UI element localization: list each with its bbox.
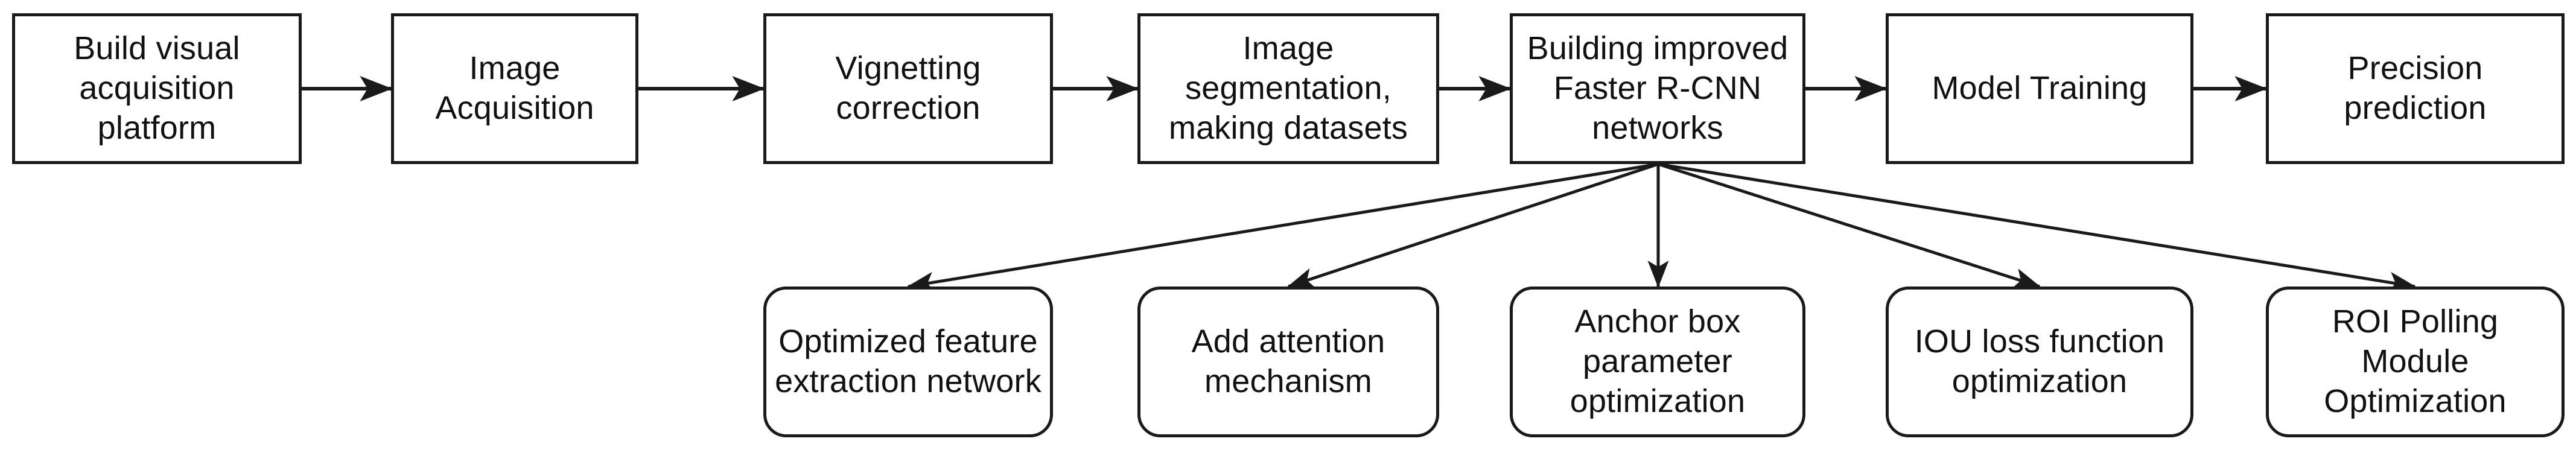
node-iou-loss-function-optimization[interactable]: IOU loss function optimization (1886, 287, 2193, 437)
fanout-edge-group (907, 162, 2416, 293)
node-label-image-acquisition: Image Acquisition (435, 50, 594, 126)
node-label-optimized-feature-extraction-network: Optimized feature extraction network (775, 323, 1042, 399)
node-image-segmentation-making-datasets[interactable]: Image segmentation, making datasets (1137, 13, 1439, 164)
node-model-training[interactable]: Model Training (1886, 13, 2193, 164)
node-label-model-training: Model Training (1932, 70, 2148, 107)
node-label-anchor-box-parameter-optimization: Anchor box parameter optimization (1569, 303, 1746, 419)
node-label-vignetting-correction: Vignetting correction (835, 50, 981, 126)
node-label-building-improved-faster-rcnn-networks: Building improved Faster R-CNN networks (1527, 30, 1789, 146)
edge-building-to-attention (1287, 162, 1659, 289)
node-add-attention-mechanism[interactable]: Add attention mechanism (1137, 287, 1439, 437)
node-building-improved-faster-rcnn-networks[interactable]: Building improved Faster R-CNN networks (1510, 13, 1805, 164)
node-label-image-segmentation-making-datasets: Image segmentation, making datasets (1168, 30, 1408, 146)
node-label-precision-prediction: Precision prediction (2344, 50, 2487, 126)
node-label-iou-loss-function-optimization: IOU loss function optimization (1914, 323, 2165, 399)
node-label-add-attention-mechanism: Add attention mechanism (1191, 323, 1385, 399)
node-anchor-box-parameter-optimization[interactable]: Anchor box parameter optimization (1510, 287, 1805, 437)
node-roi-polling-module-optimization[interactable]: ROI Polling Module Optimization (2266, 287, 2565, 437)
edge-building-to-optimized-feature (907, 162, 1659, 293)
edge-building-to-roi-polling (1658, 162, 2416, 293)
node-label-roi-polling-module-optimization: ROI Polling Module Optimization (2324, 303, 2507, 419)
node-optimized-feature-extraction-network[interactable]: Optimized feature extraction network (763, 287, 1053, 437)
node-vignetting-correction[interactable]: Vignetting correction (763, 13, 1053, 164)
node-build-visual-acquisition-platform[interactable]: Build visual acquisition platform (12, 13, 302, 164)
node-precision-prediction[interactable]: Precision prediction (2266, 13, 2565, 164)
node-label-build-visual-acquisition-platform: Build visual acquisition platform (74, 30, 240, 146)
node-image-acquisition[interactable]: Image Acquisition (391, 13, 638, 164)
edge-building-to-iou-loss (1658, 162, 2041, 289)
